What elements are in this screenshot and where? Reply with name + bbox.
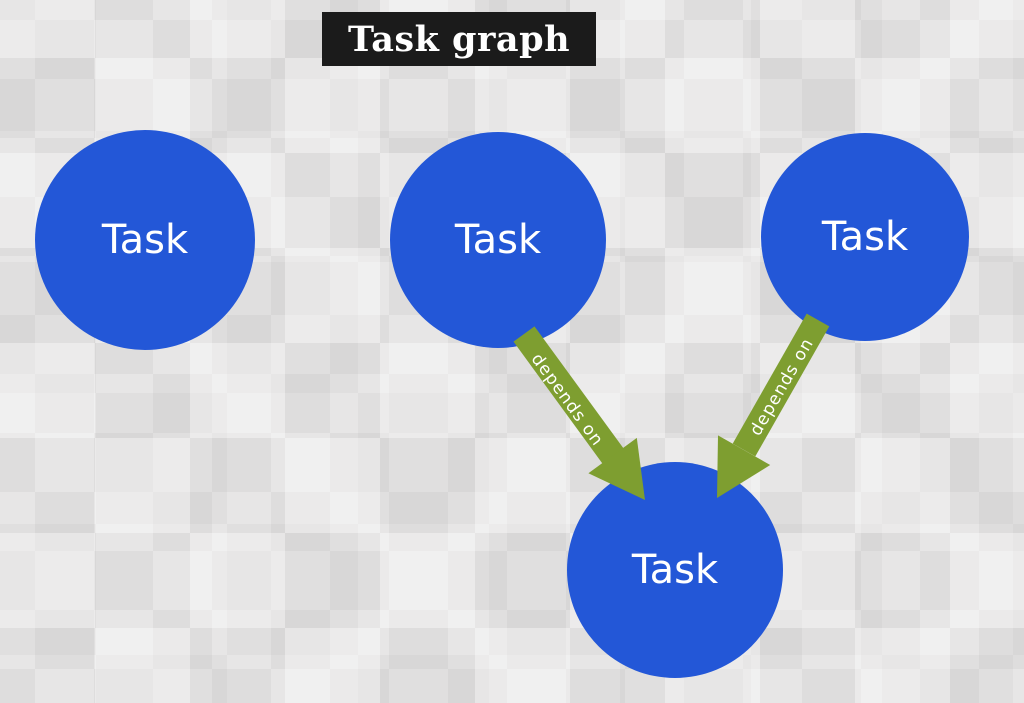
depends-on-arrow-right: depends on [717,313,830,498]
depends-on-label: depends on [746,335,818,440]
task-node-top-left: Task [35,130,255,350]
depends-on-label: depends on [527,350,608,450]
arrow-shaft [732,313,830,457]
diagram-title: Task graph [322,12,597,66]
task-node-label: Task [454,217,542,263]
task-node-top-right: Task [761,133,969,341]
task-node-label: Task [631,547,719,593]
diagram-title-text: Task graph [348,18,571,60]
task-node-label: Task [101,217,189,263]
task-node-bottom: Task [567,462,783,678]
task-node-top-middle: Task [390,132,606,348]
arrow-shaft [513,326,624,464]
task-node-label: Task [821,214,909,260]
